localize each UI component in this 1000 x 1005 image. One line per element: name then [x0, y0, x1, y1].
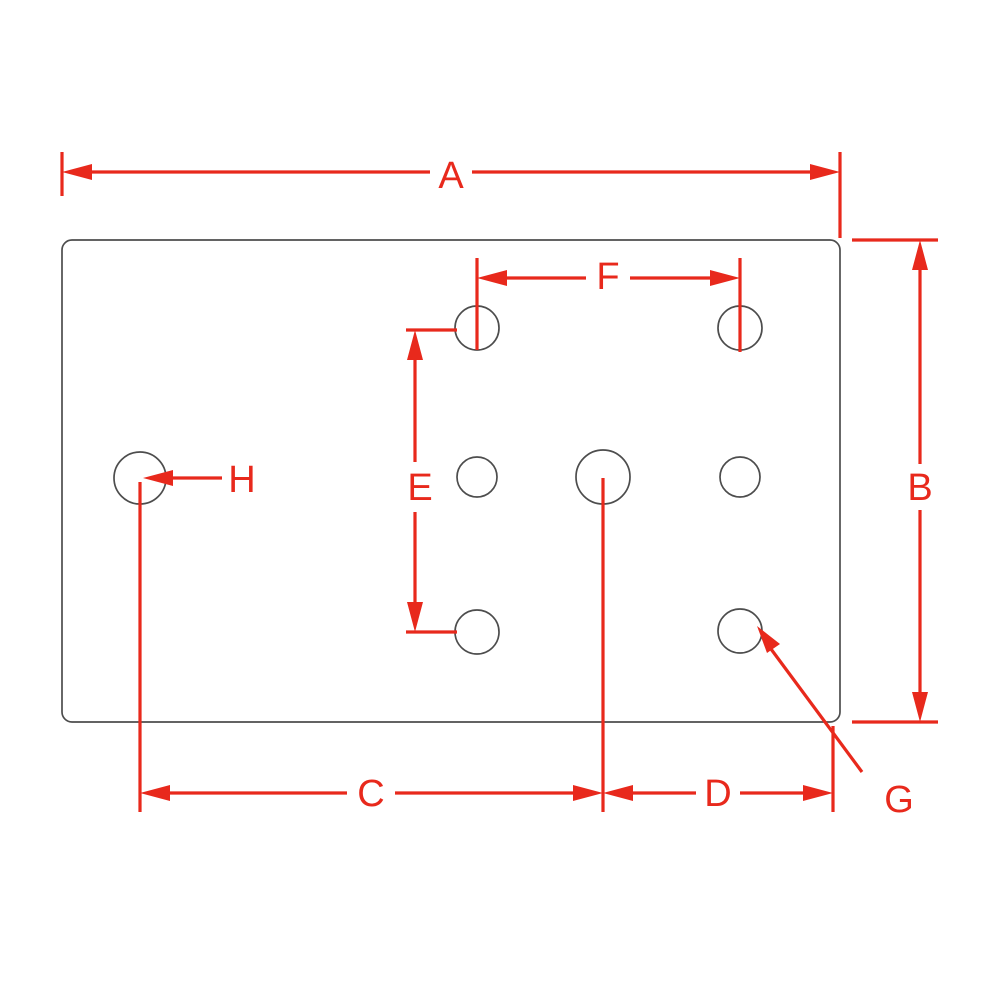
dimension-b: B [852, 238, 938, 724]
dimension-g-leader [769, 648, 864, 773]
hole-middle-left [456, 456, 498, 498]
dimension-h: H [143, 459, 256, 501]
dimension-h-label: H [228, 459, 255, 501]
arrow-down-icon [407, 602, 423, 632]
hole-bottom-right [717, 608, 763, 654]
dimension-e: E [406, 328, 457, 634]
arrow-up-left-icon [757, 626, 780, 653]
arrow-down-icon [912, 692, 928, 722]
arrow-left-icon [477, 270, 507, 286]
arrow-right-icon [803, 785, 833, 801]
arrow-right-icon [810, 164, 840, 180]
dimension-a-label: A [438, 155, 464, 197]
dimension-d: D [603, 726, 835, 815]
dimension-d-label: D [704, 773, 731, 815]
dimension-g: G [757, 626, 914, 821]
dimension-c-label: C [357, 773, 384, 815]
arrow-left-icon [603, 785, 633, 801]
arrow-left-icon [140, 785, 170, 801]
dimension-g-label: G [884, 779, 914, 821]
dimension-f-label: F [596, 256, 619, 298]
dimension-e-label: E [407, 467, 432, 509]
arrow-left-icon [62, 164, 92, 180]
arrow-right-icon [710, 270, 740, 286]
dimension-a: A [60, 152, 842, 238]
arrow-up-icon [912, 240, 928, 270]
plate-outline [61, 239, 841, 723]
dimension-f: F [475, 256, 742, 352]
arrow-up-icon [407, 330, 423, 360]
hole-middle-right [719, 456, 761, 498]
hole-bottom-left [454, 609, 500, 655]
dimension-c: C [138, 478, 605, 815]
arrow-right-icon [573, 785, 603, 801]
dimension-b-label: B [907, 467, 932, 509]
arrow-left-icon [143, 470, 173, 486]
